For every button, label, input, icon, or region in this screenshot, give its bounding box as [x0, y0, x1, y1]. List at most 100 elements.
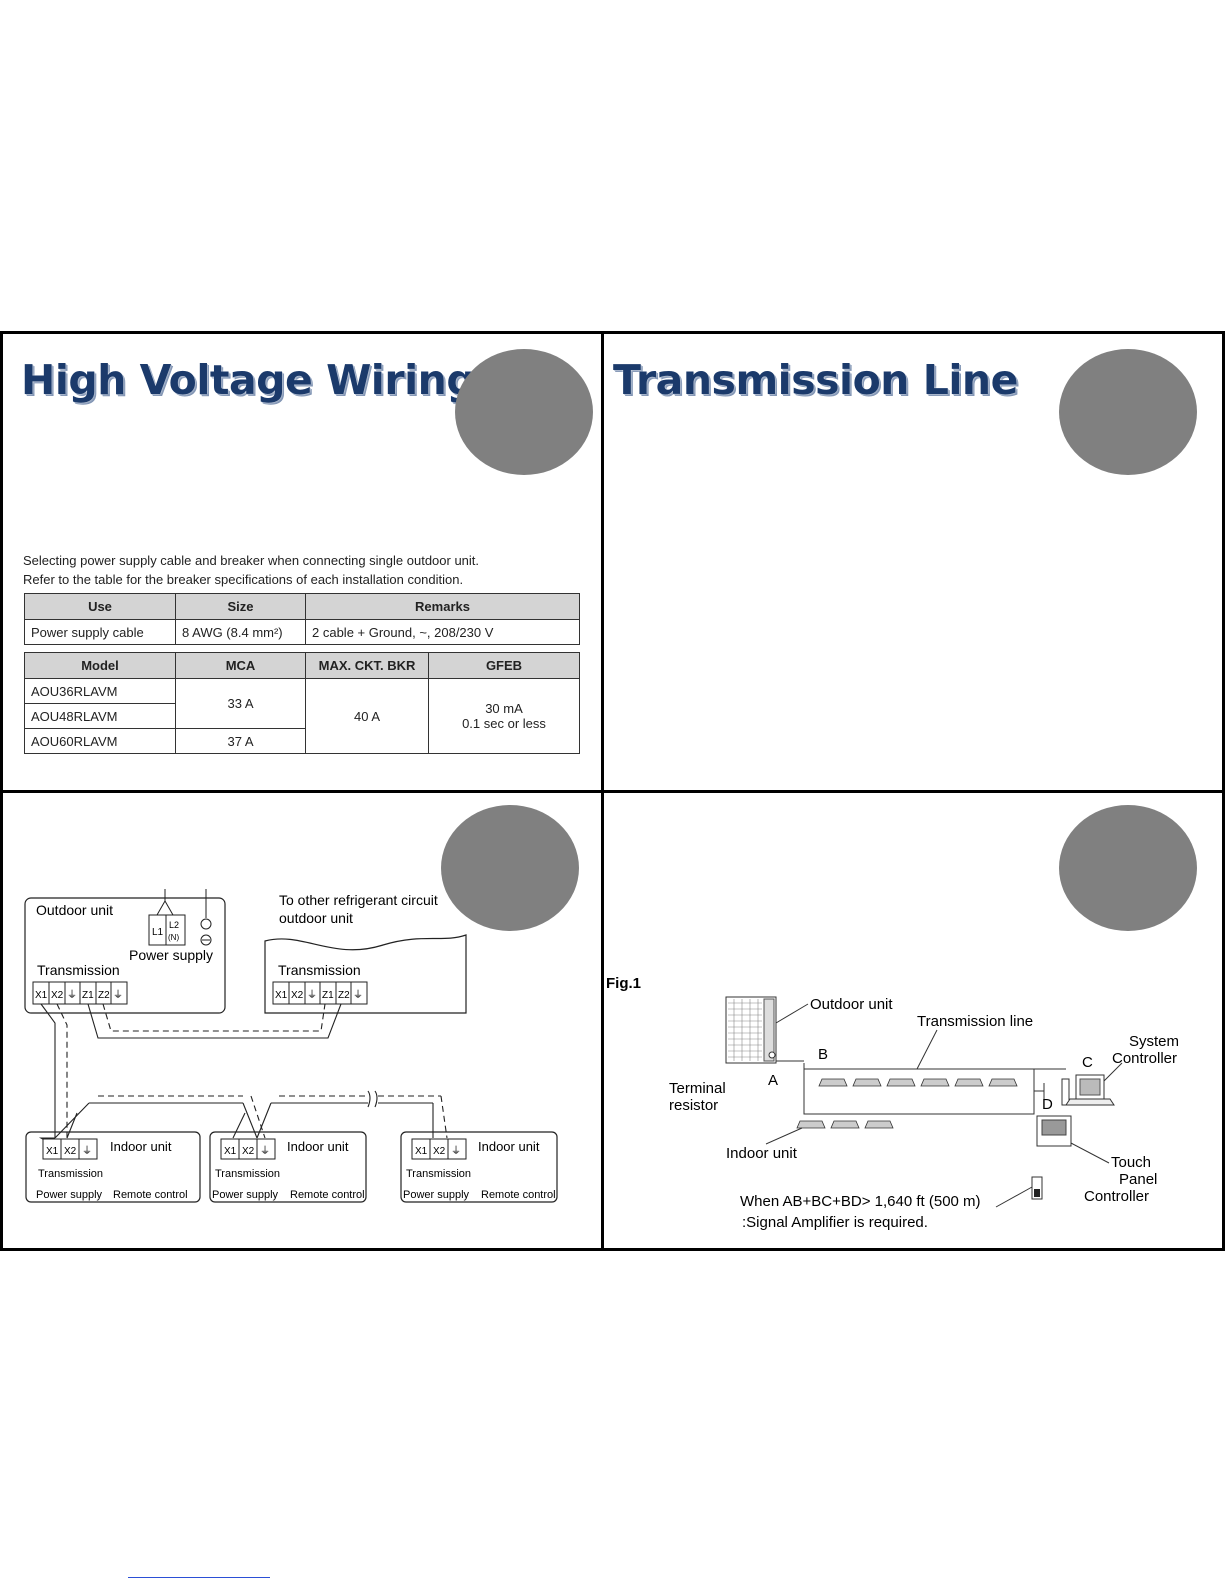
n-label: (N) [168, 933, 179, 942]
gfeb-line-2: 0.1 sec or less [462, 716, 546, 731]
max-breaker-cell: 40 A [305, 678, 429, 754]
indoor-unit-label: Indoor unit [110, 1139, 172, 1154]
other-circuit-label-1: To other refrigerant circuit [279, 892, 438, 908]
terminal-label: X1 [415, 1146, 428, 1157]
table-header: MCA [175, 652, 306, 679]
indoor-power-supply-label: Power supply [403, 1189, 470, 1201]
placeholder-circle [455, 349, 593, 475]
outdoor-unit-label: Outdoor unit [810, 996, 893, 1013]
indoor-trunk-wires [38, 1003, 448, 1146]
indoor-unit-label: Indoor unit [726, 1145, 798, 1162]
other-outdoor-unit-box [264, 934, 467, 1014]
label-c: C [1082, 1054, 1093, 1071]
ground-icon: ⏚ [451, 1145, 461, 1157]
table-row: AOU48RLAVM [24, 703, 580, 729]
touch-panel-label-1: Touch [1111, 1154, 1151, 1171]
indoor-units-row-1 [818, 1078, 1018, 1087]
slide-system-diagram: Fig.1 Outdoor unit Transmission line [601, 790, 1225, 1251]
footer-link-underline [128, 1577, 270, 1578]
other-circuit-label-2: outdoor unit [279, 910, 353, 926]
indoor-transmission-label: Transmission [38, 1168, 103, 1180]
ground-terminal-icon [200, 918, 212, 930]
table-row: AOU60RLAVM 37 A [24, 728, 580, 754]
slide-title: Transmission Line [613, 356, 1018, 404]
indoor-unit-label: Indoor unit [287, 1139, 349, 1154]
terminal-label: Z2 [338, 990, 350, 1001]
slide-wiring-diagram: Outdoor unit L1 L2 (N) Power supply Tran… [0, 790, 604, 1251]
outdoor-unit-box [24, 897, 226, 1014]
terminal-label: Z1 [82, 990, 94, 1001]
indoor-units-row-2 [796, 1120, 894, 1129]
placeholder-circle [441, 805, 579, 931]
indoor-remote-label: Remote control [113, 1189, 188, 1201]
label-a: A [768, 1072, 778, 1089]
breaker-table: Model MCA MAX. CKT. BKR GFEB AOU36RLAVM … [24, 652, 580, 754]
slide-transmission-line: Transmission Line [601, 331, 1225, 793]
terminal-label: Z1 [322, 990, 334, 1001]
cable-table: Use Size Remarks Power supply cable 8 AW… [24, 593, 580, 645]
indoor-unit-2: X1 X2 ⏚ Indoor unit Transmission Power s… [209, 1131, 367, 1203]
ground-icon: ⏚ [113, 989, 123, 1001]
table-header: GFEB [428, 652, 580, 679]
fig-label: Fig.1 [606, 975, 641, 992]
slide-title: High Voltage Wiring [21, 356, 476, 404]
system-controller-label-1: System [1129, 1033, 1179, 1050]
terminal-label: X2 [242, 1146, 255, 1157]
system-diagram: Fig.1 Outdoor unit Transmission line [606, 975, 1179, 1231]
ground-icon: ⏚ [82, 1145, 92, 1157]
intro-text: Selecting power supply cable and breaker… [23, 551, 479, 589]
table-row: AOU36RLAVM 33 A 40 A 30 mA 0.1 sec or le… [24, 678, 580, 754]
mca-cell: 37 A [175, 728, 306, 754]
power-supply-label: Power supply [129, 947, 213, 963]
intro-line-1: Selecting power supply cable and breaker… [23, 553, 480, 568]
ground-icon: ⏚ [67, 989, 77, 1001]
table-header: Use [24, 593, 176, 620]
note-line-2: :Signal Amplifier is required. [742, 1214, 928, 1231]
outdoor-unit-label: Outdoor unit [36, 902, 113, 918]
indoor-power-supply-label: Power supply [212, 1189, 279, 1201]
transmission-label: Transmission [278, 962, 361, 978]
terminal-label: X2 [433, 1146, 446, 1157]
terminal-resistor-label-2: resistor [669, 1097, 718, 1114]
outdoor-unit-icon [725, 996, 777, 1064]
ground-icon: ⏚ [353, 989, 363, 1001]
terminal-label: X1 [46, 1146, 59, 1157]
mca-cell: 33 A [175, 678, 306, 729]
model-cell: AOU48RLAVM [24, 703, 176, 729]
label-d: D [1042, 1096, 1053, 1113]
system-controller-label-2: Controller [1112, 1050, 1177, 1067]
indoor-unit-1: X1 X2 ⏚ Indoor unit Transmission Power s… [25, 1131, 201, 1203]
ground-icon: ⏚ [307, 989, 317, 1001]
transmission-loop [776, 1060, 1066, 1115]
indoor-remote-label: Remote control [290, 1189, 365, 1201]
table-header: Model [24, 652, 176, 679]
terminal-label: X1 [224, 1146, 237, 1157]
indoor-unit-label: Indoor unit [478, 1139, 540, 1154]
outdoor-terminal-strip: X1 X2 ⏚ Z1 Z2 ⏚ [32, 981, 128, 1005]
terminal-label: X1 [275, 990, 288, 1001]
terminal-resistor-label-1: Terminal [669, 1080, 726, 1097]
outdoor-link-wires [87, 1003, 342, 1039]
indoor-transmission-label: Transmission [215, 1168, 280, 1180]
table-row: Power supply cable 8 AWG (8.4 mm²) 2 cab… [24, 619, 580, 645]
label-b: B [818, 1046, 828, 1063]
terminal-label: X1 [35, 990, 48, 1001]
wiring-diagram: Outdoor unit L1 L2 (N) Power supply Tran… [24, 889, 558, 1203]
table-header: MAX. CKT. BKR [305, 652, 429, 679]
model-cell: AOU36RLAVM [24, 678, 176, 704]
touch-panel-label-3: Controller [1084, 1188, 1149, 1205]
table-cell: Power supply cable [24, 619, 176, 645]
l2-label: L2 [169, 920, 179, 930]
table-cell: 8 AWG (8.4 mm²) [175, 619, 306, 645]
gfeb-cell: 30 mA 0.1 sec or less [428, 678, 580, 754]
ground-icon: ⏚ [260, 1145, 270, 1157]
indoor-transmission-label: Transmission [406, 1168, 471, 1180]
indoor-unit-3: X1 X2 ⏚ Indoor unit Transmission Power s… [400, 1131, 558, 1203]
power-terminal-block [148, 914, 186, 946]
other-terminal-strip: X1 X2 ⏚ Z1 Z2 ⏚ [272, 981, 368, 1005]
system-controller-icon [1061, 1074, 1115, 1106]
terminal-label: X2 [64, 1146, 77, 1157]
placeholder-circle [1059, 349, 1197, 475]
signal-amplifier-icon [1031, 1176, 1043, 1200]
terminal-label: X2 [51, 990, 64, 1001]
